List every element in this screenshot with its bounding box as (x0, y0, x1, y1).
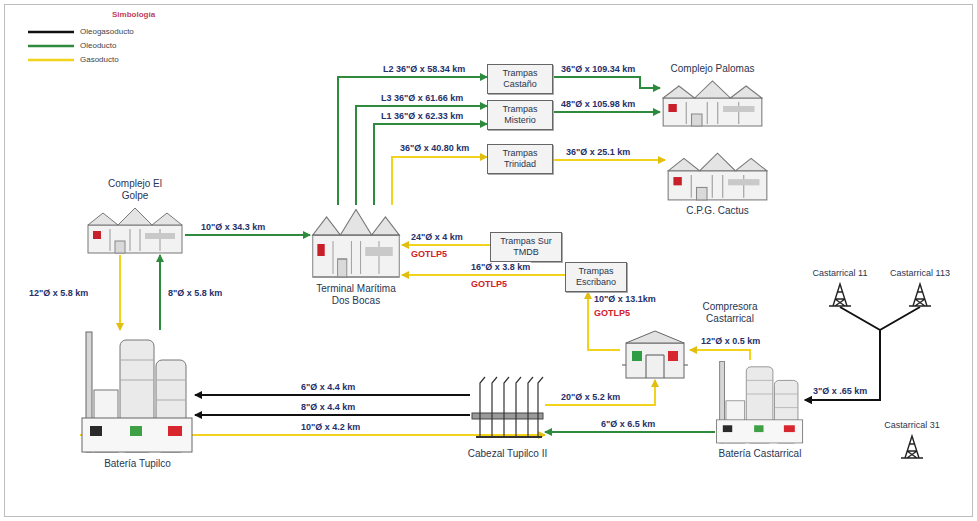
pipeline (402, 274, 565, 276)
facility-name: Complejo Palomas (668, 63, 758, 75)
pipeline (185, 234, 310, 236)
facility-picture (660, 78, 765, 128)
facility: Batería Castarrical (715, 360, 805, 445)
pipeline (545, 380, 655, 405)
facility: Castarrical 31 (897, 434, 927, 459)
facility: Batería Tupilco (80, 330, 195, 455)
facility-name: Batería Tupilco (98, 458, 178, 470)
pipe-label: 36"Ø x 109.34 km (560, 64, 636, 75)
facility: Terminal Marítima Dos Bocas (310, 205, 402, 280)
pipeline (374, 124, 487, 205)
facility-picture (470, 375, 545, 445)
pipeline (553, 159, 665, 161)
pipeline (545, 431, 715, 433)
pipe-label: L1 36"Ø x 62.33 km (380, 111, 464, 122)
legend-title: Simbología (112, 10, 155, 20)
facility-picture (905, 282, 935, 307)
pipe-label: 10"Ø x 34.3 km (200, 222, 266, 233)
facility-name: Castarrical 11 (800, 267, 880, 279)
pipeline (805, 307, 880, 400)
pipeline (392, 157, 487, 205)
legend-swatch (28, 43, 74, 49)
facility-picture (825, 282, 855, 307)
facility: C.P.G. Cactus (665, 150, 770, 202)
legend-text: Oleoducto (80, 41, 116, 51)
pipeline (553, 77, 660, 88)
pipe-label: 36"Ø x 40.80 km (399, 143, 470, 154)
facility-name: C.P.G. Cactus (673, 205, 763, 217)
box-text: Trampas Castaño (492, 68, 548, 90)
pipe-label: 16"Ø x 3.8 km (470, 262, 531, 273)
facility-name: Castarrical 31 (872, 419, 952, 431)
pipe-label: 20"Ø x 5.2 km (560, 392, 621, 403)
facility-name: Cabezal Tupilco II (468, 448, 548, 460)
legend-line (28, 31, 74, 34)
box-text: Trampas Escribano (570, 266, 622, 288)
legend-swatch (28, 57, 74, 63)
facility-picture (620, 325, 690, 380)
legend-text: Gasoducto (80, 55, 119, 65)
box-text: Trampas Sur TMDB (495, 236, 557, 258)
line-code: GOTLP5 (593, 308, 631, 319)
border (5, 5, 973, 517)
facility: Complejo Palomas (660, 78, 765, 128)
trap-box: Trampas Trinidad (487, 144, 553, 174)
trap-box: Trampas Escribano (565, 262, 627, 292)
pipe-label: 3"Ø x .65 km (812, 386, 868, 397)
legend-text: Oleogasoducto (80, 27, 134, 37)
box-text: Trampas Misterio (492, 104, 548, 126)
pipe-label: 48"Ø x 105.98 km (560, 99, 636, 110)
facility: Castarrical 11 (825, 282, 855, 307)
facility-picture (665, 150, 770, 202)
box-text: Trampas Trinidad (492, 148, 548, 170)
pipe-label: 24"Ø x 4 km (410, 232, 464, 243)
pipeline (356, 106, 487, 205)
facility-name: Complejo El Golpe (95, 178, 175, 202)
legend-line (28, 59, 74, 62)
facility-picture (715, 360, 805, 445)
pipe-label: 8"Ø x 4.4 km (300, 402, 356, 413)
trap-box: Trampas Misterio (487, 100, 553, 130)
legend-swatch (28, 29, 74, 35)
trap-box: Trampas Sur TMDB (490, 232, 562, 262)
facility-name: Compresora Castarrical (695, 301, 765, 325)
facility: Compresora Castarrical (620, 325, 690, 380)
legend-line (28, 45, 74, 48)
pipeline (690, 350, 750, 360)
pipeline (805, 307, 920, 400)
pipeline (195, 414, 470, 416)
pipe-label: 12"Ø x 0.5 km (700, 336, 761, 347)
trap-box: Trampas Castaño (487, 64, 553, 94)
pipeline (553, 111, 660, 113)
pipeline (338, 77, 487, 205)
pipe-label: 6"Ø x 4.4 km (300, 382, 356, 393)
pipe-label: L2 36"Ø x 58.34 km (382, 64, 466, 75)
pipeline (195, 394, 470, 396)
facility-picture (310, 205, 402, 280)
facility-name: Castarrical 113 (880, 267, 960, 279)
pipe-label: 36"Ø x 25.1 km (565, 147, 631, 158)
pipeline (119, 255, 121, 330)
pipe-label: 8"Ø x 5.8 km (167, 288, 223, 299)
pipeline (402, 244, 490, 246)
facility: Complejo El Golpe (85, 205, 185, 255)
pipe-label: L3 36"Ø x 61.66 km (380, 93, 464, 104)
line-code: GOTLP5 (410, 249, 448, 260)
facility-picture (85, 205, 185, 255)
pipe-label: 10"Ø x 4.2 km (300, 422, 361, 433)
pipe-label: 6"Ø x 6.5 km (600, 419, 656, 430)
facility-name: Batería Castarrical (715, 448, 805, 460)
facility-name: Terminal Marítima Dos Bocas (308, 283, 404, 307)
pipeline (159, 255, 161, 330)
facility-picture (897, 434, 927, 459)
facility: Cabezal Tupilco II (470, 375, 545, 445)
line-code: GOTLP5 (470, 279, 508, 290)
pipe-label: 12"Ø x 5.8 km (28, 288, 89, 299)
facility: Castarrical 113 (905, 282, 935, 307)
facility-picture (80, 330, 195, 455)
pipe-label: 10"Ø x 13.1km (593, 294, 657, 305)
